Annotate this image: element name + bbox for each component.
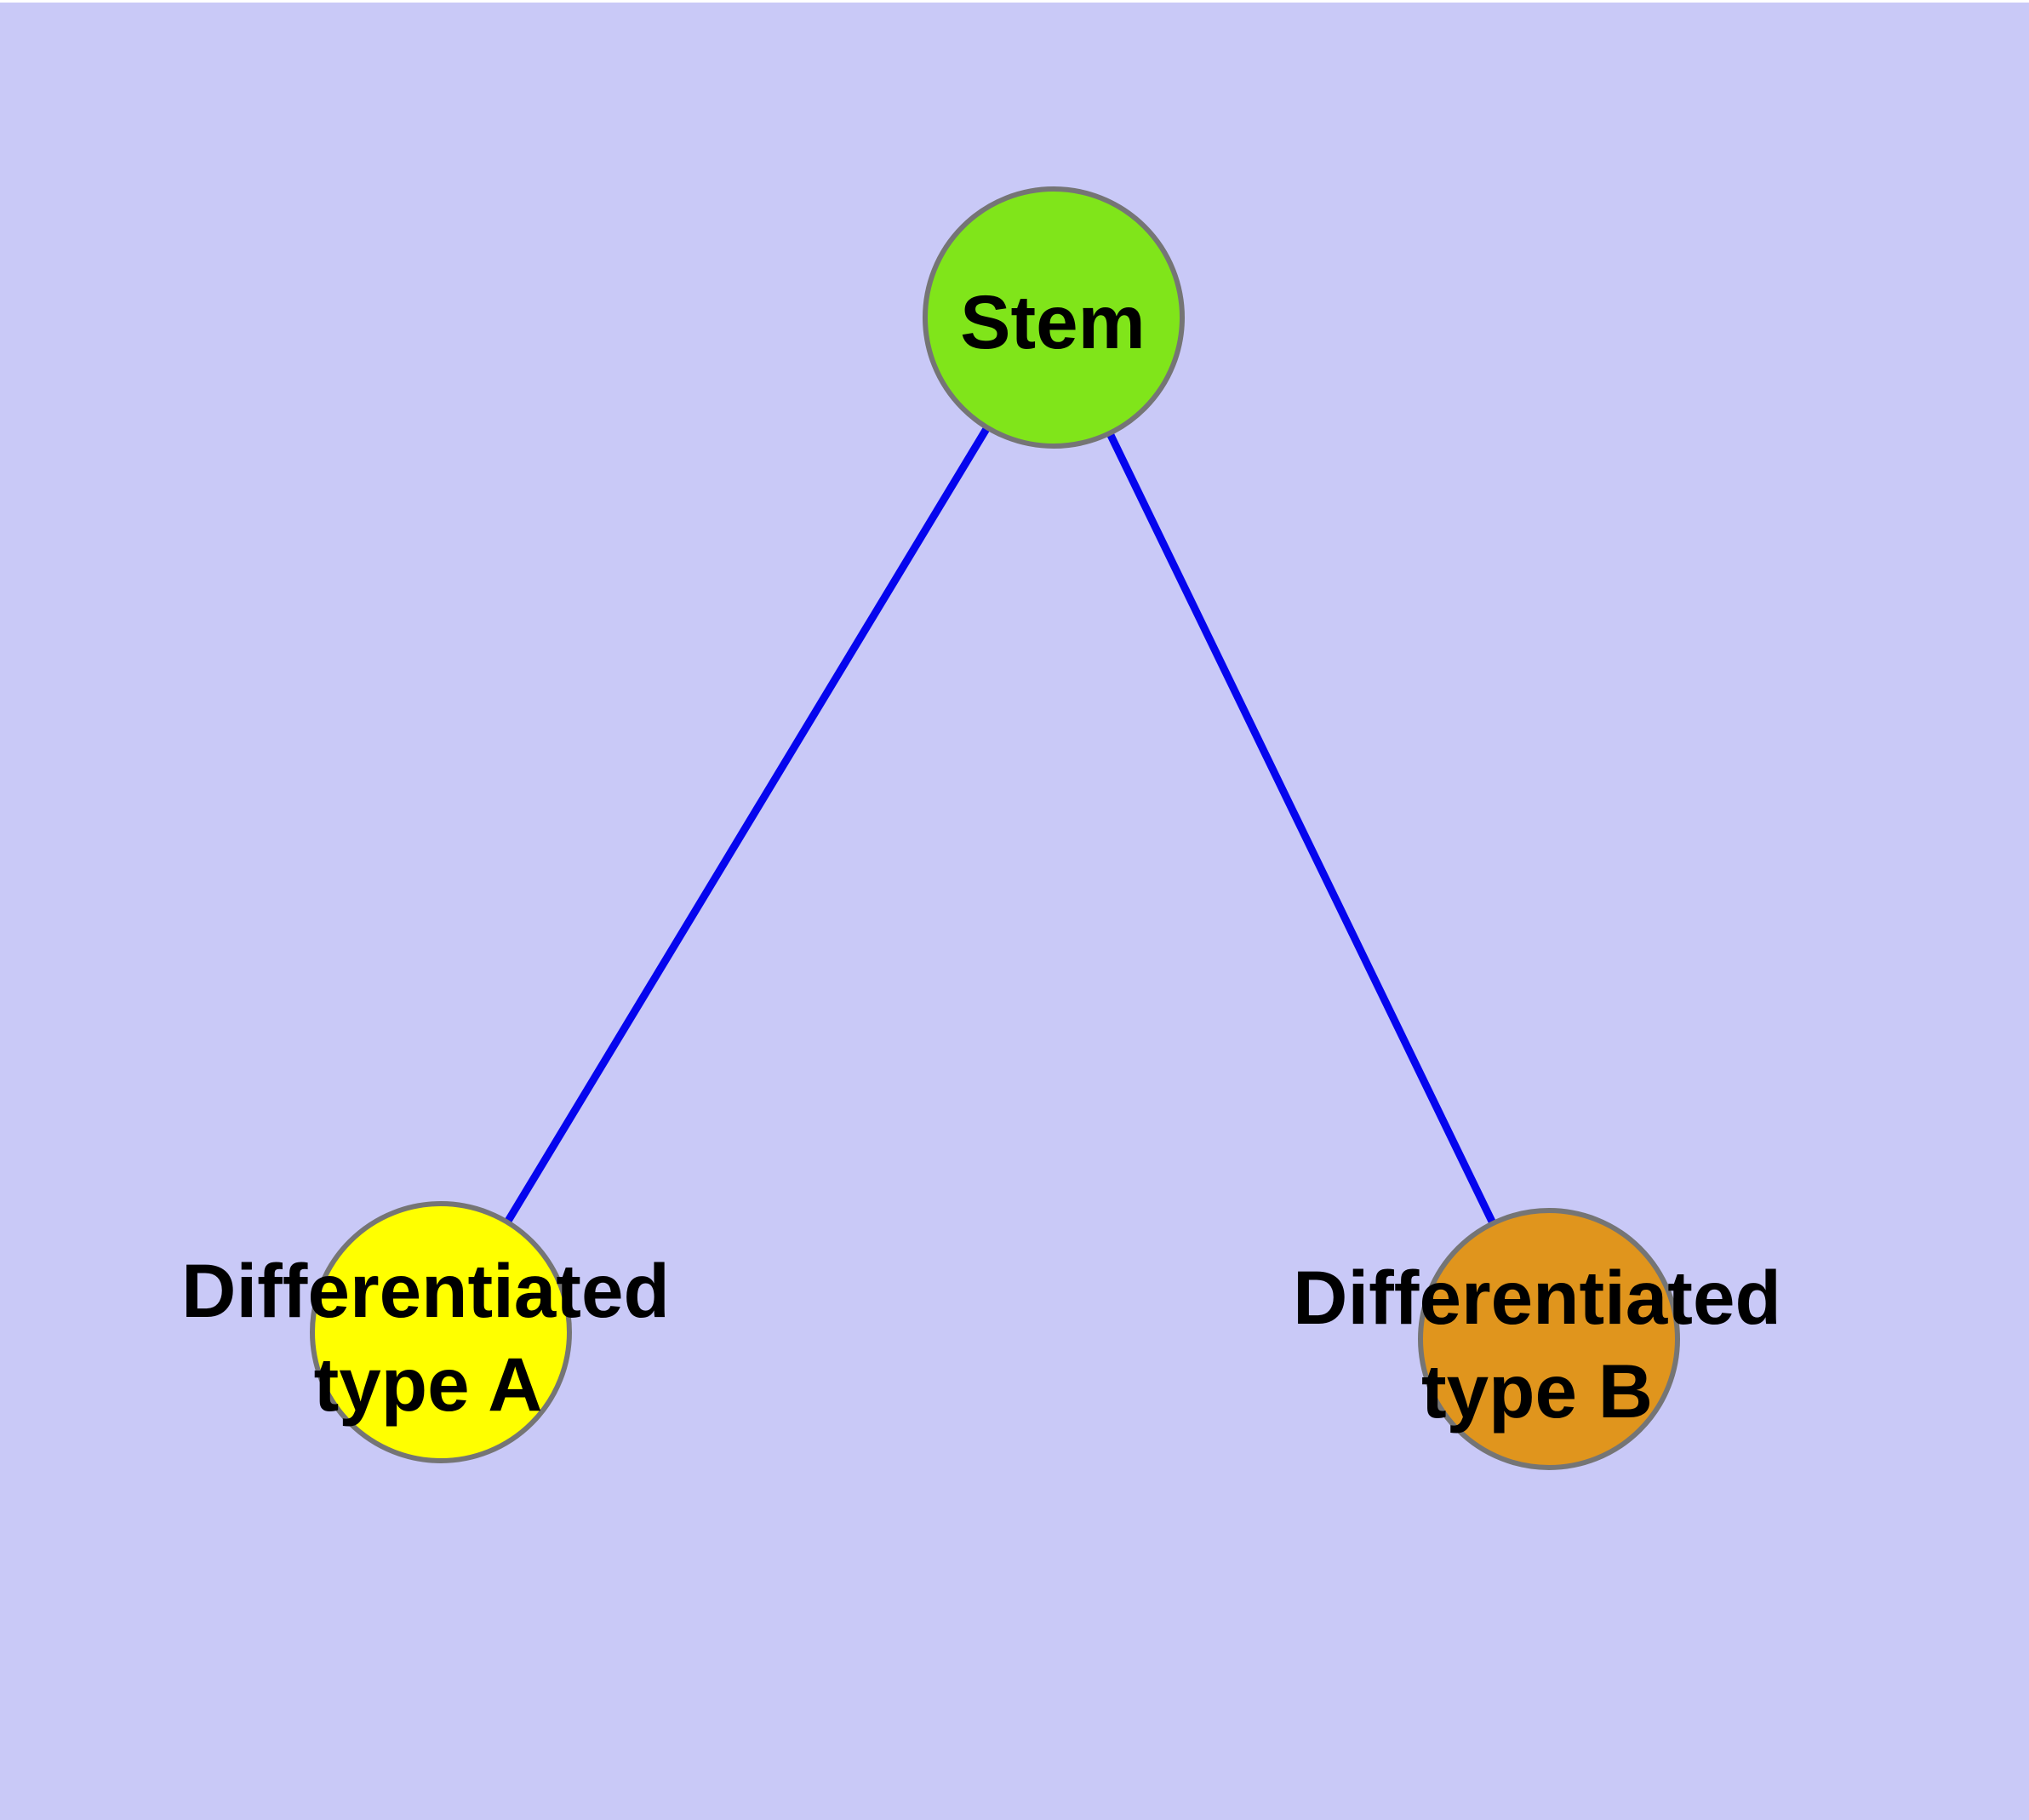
node-type-a-label-line1: Differentiated	[181, 1248, 670, 1333]
node-type-b-label-line2: type B	[1421, 1348, 1653, 1434]
node-stem-label: Stem	[960, 279, 1146, 364]
edge-stem-to-type-b	[1049, 316, 1553, 1341]
node-type-b-circle	[1418, 1208, 1680, 1470]
label-layer: Stem Differentiated type A Differentiate…	[181, 279, 1781, 1434]
node-layer	[310, 186, 1680, 1470]
node-stem-circle	[923, 186, 1185, 449]
top-margin-strip	[0, 0, 2029, 3]
node-type-b-label-line1: Differentiated	[1293, 1255, 1781, 1340]
node-type-a-circle	[310, 1201, 572, 1463]
edge-layer	[437, 315, 1553, 1341]
edge-stem-to-type-a	[437, 315, 1057, 1335]
node-type-a-label-line2: type A	[314, 1342, 543, 1427]
